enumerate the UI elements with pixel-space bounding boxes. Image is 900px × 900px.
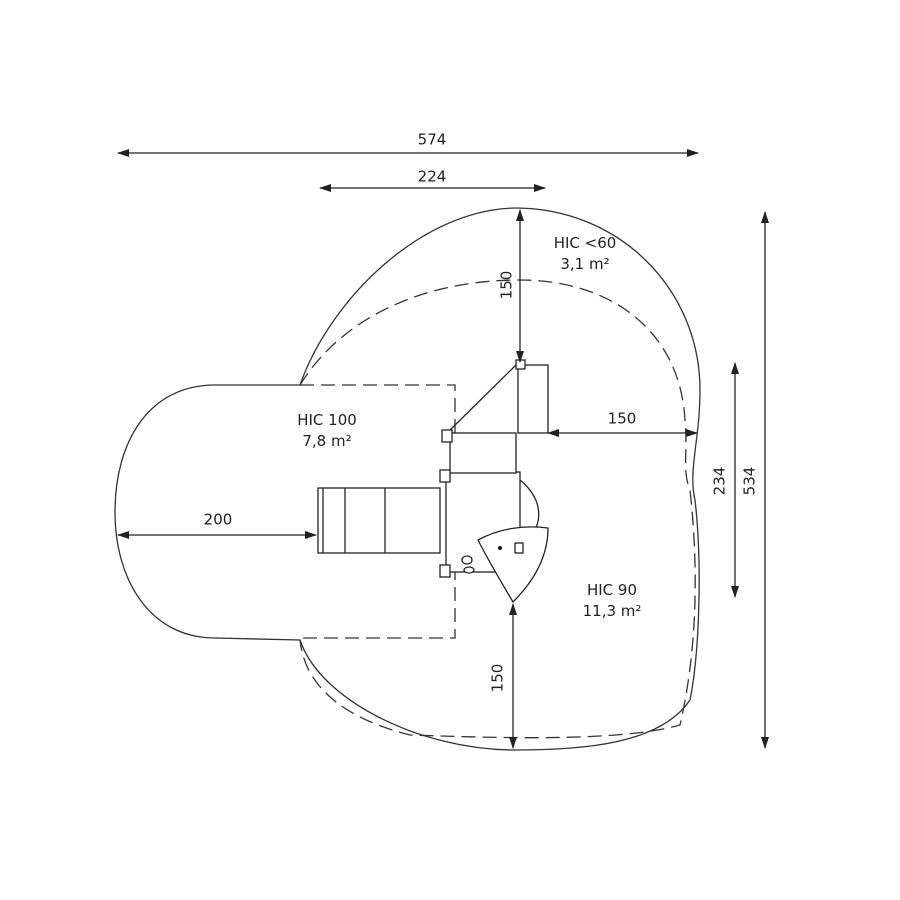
outer-safety-zone-outline	[114, 207, 701, 751]
dim-label-150-right: 150	[607, 409, 637, 428]
curved-slide	[477, 526, 549, 604]
slide	[317, 487, 441, 554]
dim-label-574: 574	[417, 130, 447, 149]
zone-name: HIC 90	[586, 581, 638, 599]
play-structure	[317, 359, 549, 604]
dimension-lines	[117, 149, 769, 749]
dim-label-534: 534	[740, 466, 759, 496]
zone-area: 11,3 m²	[582, 602, 642, 620]
zone-label-hic-100: HIC 100 7,8 m²	[297, 410, 357, 452]
zone-name: HIC <60	[553, 234, 617, 252]
dim-label-150-top: 150	[497, 270, 516, 300]
dim-label-200: 200	[203, 510, 233, 529]
dim-label-150-bottom: 150	[488, 663, 507, 693]
zone-label-hic-60: HIC <60 3,1 m²	[554, 233, 617, 275]
zone-area: 7,8 m²	[302, 432, 352, 450]
zone-name: HIC 100	[297, 411, 357, 429]
bridge	[449, 432, 517, 474]
zone-area: 3,1 m²	[560, 255, 610, 273]
zone-label-hic-90: HIC 90 11,3 m²	[583, 580, 642, 622]
dim-label-224: 224	[417, 167, 447, 186]
upper-platform	[517, 364, 549, 434]
dim-label-234: 234	[710, 466, 729, 496]
